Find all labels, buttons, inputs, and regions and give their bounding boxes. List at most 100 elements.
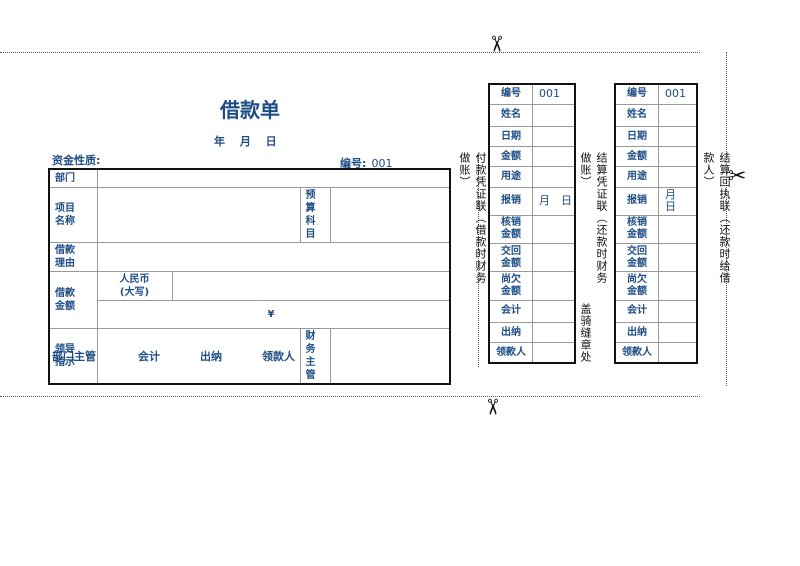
budget-field[interactable]	[329, 186, 451, 243]
yen-field[interactable]: ¥	[96, 299, 451, 329]
stub-number-label: 编号	[614, 83, 659, 105]
table-row: 借款金额 人民币(大写)	[48, 270, 451, 329]
stub-name-field[interactable]	[532, 103, 576, 127]
stub-date-label: 日期	[488, 125, 533, 148]
table-row: 核销金额	[488, 214, 576, 245]
form-number-value: 001	[371, 157, 393, 170]
stub-reimburse-label: 报销	[614, 186, 659, 216]
stub-owe-field[interactable]	[658, 271, 698, 301]
footer-accountant: 会计	[138, 350, 160, 363]
stub-verify-field[interactable]	[532, 214, 576, 245]
stub-verify-label: 核销金额	[614, 214, 659, 245]
budget-label: 预算科目	[299, 186, 331, 243]
table-row: 报销月 日	[614, 186, 698, 216]
table-row: 姓名	[614, 103, 698, 127]
table-row: 尚欠金额	[614, 271, 698, 301]
stub-reimburse-label: 报销	[488, 186, 533, 216]
stub-divider-line	[478, 155, 479, 367]
scissors-icon: ✂	[728, 164, 747, 189]
finance-field[interactable]	[329, 327, 451, 384]
stub-date-field[interactable]	[658, 125, 698, 148]
bottom-cut-line	[0, 396, 700, 397]
stub-cashier-field[interactable]	[532, 321, 576, 344]
yen-sign: ¥	[267, 308, 275, 320]
stub-verify-label: 核销金额	[488, 214, 533, 245]
stub-number-label: 编号	[488, 83, 533, 105]
project-field[interactable]	[96, 186, 301, 243]
dept-field[interactable]	[96, 168, 451, 188]
form-number: 编号: 001	[340, 152, 393, 171]
stub-purpose-field[interactable]	[532, 166, 576, 188]
stub-number-value: 001	[658, 83, 698, 105]
form-number-label: 编号:	[340, 157, 367, 170]
table-row: 项目名称 预算科目	[48, 186, 451, 243]
table-row: 出纳	[614, 321, 698, 344]
table-row: 用途	[614, 166, 698, 188]
table-row: 领款人	[614, 342, 698, 364]
stub-return-field[interactable]	[532, 243, 576, 273]
stub-purpose-label: 用途	[614, 166, 659, 188]
table-row: 用途	[488, 166, 576, 188]
stub-cashier-label: 出纳	[488, 321, 533, 344]
stub-amount-label: 金额	[488, 146, 533, 168]
stub-cashier-field[interactable]	[658, 321, 698, 344]
footer-cashier: 出纳	[200, 350, 222, 363]
stub-reimburse-date[interactable]: 月 日	[658, 186, 698, 216]
amount-label: 借款金额	[48, 270, 98, 329]
fund-nature-label: 资金性质:	[52, 154, 101, 167]
stub-borrower-field[interactable]	[532, 342, 576, 364]
stub-return-label: 交回金额	[614, 243, 659, 273]
table-row: 姓名	[488, 103, 576, 127]
stub-accountant-field[interactable]	[532, 299, 576, 323]
reason-label: 借款理由	[48, 241, 98, 272]
rmb-label: 人民币(大写)	[96, 270, 173, 301]
footer-dept-head: 部门主管	[52, 350, 96, 363]
table-row: 金额	[614, 146, 698, 168]
stub-accountant-field[interactable]	[658, 299, 698, 323]
stub-borrower-field[interactable]	[658, 342, 698, 364]
stub-number-value: 001	[532, 83, 576, 105]
stub-amount-label: 金额	[614, 146, 659, 168]
reason-field[interactable]	[96, 241, 451, 272]
date-line: 年 月 日	[214, 135, 277, 148]
stub-amount-field[interactable]	[658, 146, 698, 168]
stub-owe-label: 尚欠金额	[488, 271, 533, 301]
table-row: 会计	[614, 299, 698, 323]
table-row: 日期	[614, 125, 698, 148]
stub-cashier-label: 出纳	[614, 321, 659, 344]
stub-accountant-label: 会计	[614, 299, 659, 323]
stub-reimburse-date[interactable]: 月 日	[532, 186, 576, 216]
stub-name-label: 姓名	[488, 103, 533, 127]
table-row: 交回金额	[614, 243, 698, 273]
table-row: 日期	[488, 125, 576, 148]
table-row: 尚欠金额	[488, 271, 576, 301]
stub-amount-field[interactable]	[532, 146, 576, 168]
seal-label: 盖骑缝章处	[579, 303, 592, 363]
table-row: 报销月 日	[488, 186, 576, 216]
form-title: 借款单	[220, 98, 280, 122]
finance-label: 财务主管	[299, 327, 331, 384]
stub-name-label: 姓名	[614, 103, 659, 127]
right-cut-line	[726, 52, 727, 386]
stub-date-field[interactable]	[532, 125, 576, 148]
rmb-field[interactable]	[171, 270, 451, 301]
scissors-icon: ✂	[483, 34, 509, 54]
loan-form-table: 部门 项目名称 预算科目 借款理由 借款金额 人民币(大写) ¥ 领导指示 财务…	[48, 168, 451, 385]
stub-purpose-label: 用途	[488, 166, 533, 188]
dept-label: 部门	[48, 168, 98, 188]
table-row: 金额	[488, 146, 576, 168]
stub-return-field[interactable]	[658, 243, 698, 273]
table-row: 借款理由	[48, 241, 451, 272]
table-row: 出纳	[488, 321, 576, 344]
stub-purpose-field[interactable]	[658, 166, 698, 188]
stub-name-field[interactable]	[658, 103, 698, 127]
project-label: 项目名称	[48, 186, 98, 243]
stub-owe-label: 尚欠金额	[614, 271, 659, 301]
table-row: 领导指示 财务主管	[48, 327, 451, 384]
stub-owe-field[interactable]	[532, 271, 576, 301]
table-row: 核销金额	[614, 214, 698, 245]
stub-verify-field[interactable]	[658, 214, 698, 245]
table-row: 交回金额	[488, 243, 576, 273]
